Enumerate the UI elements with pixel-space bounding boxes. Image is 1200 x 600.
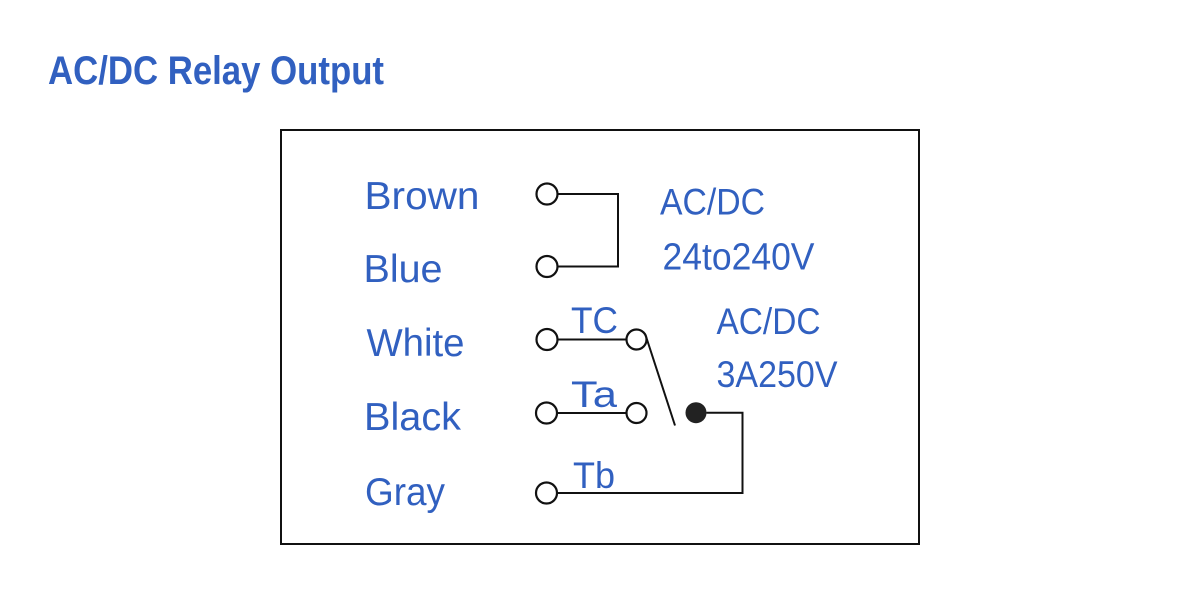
svg-text:AC/DC: AC/DC	[660, 182, 765, 223]
svg-text:AC/DC Relay Output: AC/DC Relay Output	[48, 49, 384, 93]
svg-text:Ta: Ta	[571, 374, 617, 415]
svg-text:24to240V: 24to240V	[663, 237, 816, 279]
svg-text:Tb: Tb	[573, 455, 615, 496]
svg-text:AC/DC: AC/DC	[717, 301, 821, 342]
svg-text:Gray: Gray	[365, 471, 445, 514]
svg-text:Black: Black	[364, 396, 462, 439]
svg-text:TC: TC	[571, 300, 618, 341]
svg-text:Brown: Brown	[365, 175, 480, 218]
svg-text:3A250V: 3A250V	[717, 354, 838, 395]
svg-text:White: White	[367, 322, 465, 365]
svg-text:Blue: Blue	[364, 248, 443, 291]
